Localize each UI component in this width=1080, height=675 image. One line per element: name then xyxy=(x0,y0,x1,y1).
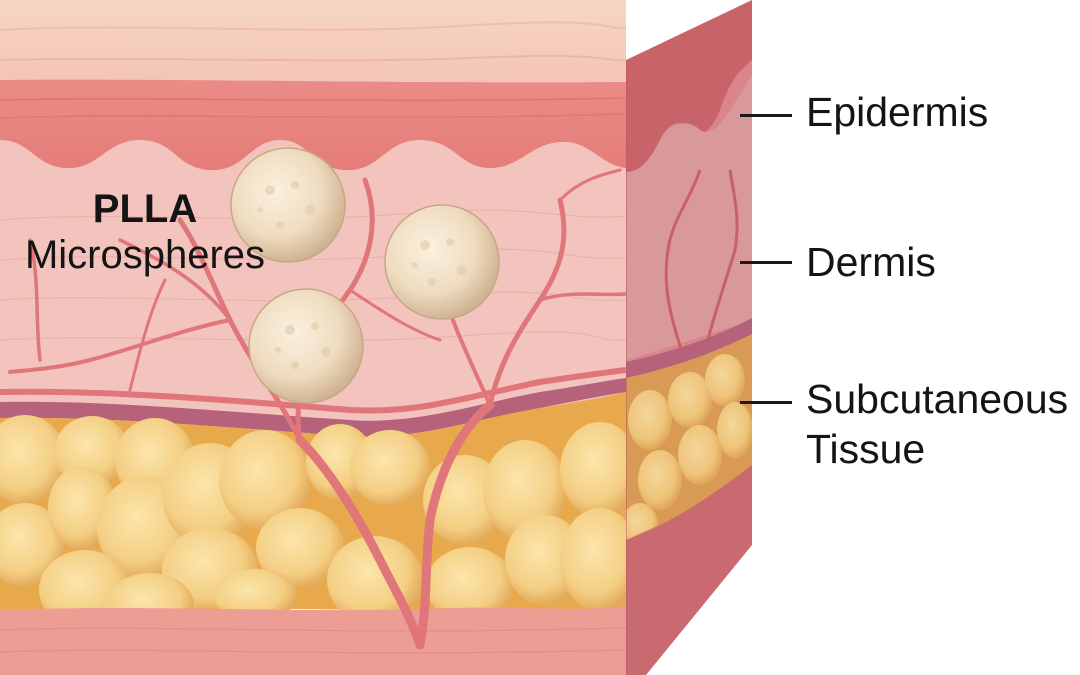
plla-subtitle: Microspheres xyxy=(24,233,266,277)
front-face xyxy=(0,0,626,675)
plla-title: PLLA xyxy=(92,187,198,231)
fat-lobules xyxy=(0,415,626,637)
dermis-label: Dermis xyxy=(806,239,936,285)
subcutaneous-label-line2: Tissue xyxy=(806,426,926,472)
microsphere-3 xyxy=(248,288,364,404)
microsphere-2 xyxy=(384,204,500,320)
subcutaneous-leader-line xyxy=(740,401,792,404)
dermis-leader-line xyxy=(740,261,792,264)
plla-microspheres xyxy=(230,147,500,404)
plla-microspheres-label: PLLA Microspheres xyxy=(0,186,290,278)
epidermis-label: Epidermis xyxy=(806,89,989,135)
side-face xyxy=(626,0,752,675)
epidermis-leader-line xyxy=(740,114,792,117)
blood-vessels xyxy=(8,168,626,650)
subcutaneous-label-line1: Subcutaneous xyxy=(806,376,1069,422)
microsphere-1 xyxy=(230,147,346,263)
